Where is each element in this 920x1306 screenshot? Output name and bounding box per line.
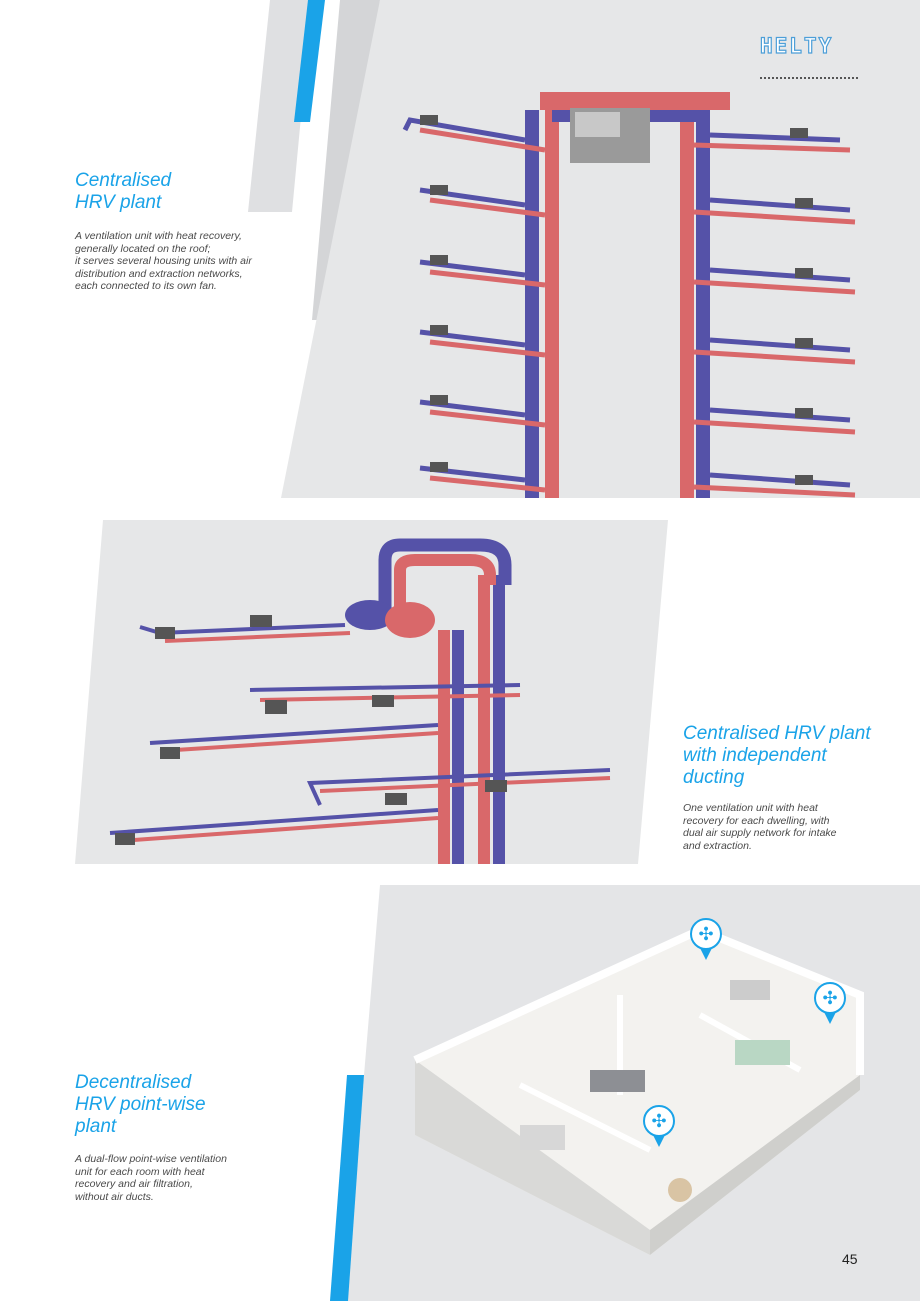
logo-divider (760, 77, 858, 79)
section-title-decentralised: Decentralised HRV point-wise plant (75, 1072, 206, 1137)
section-description-decentralised: A dual-flow point-wise ventilation unit … (75, 1153, 227, 1203)
page-number: 45 (842, 1251, 858, 1267)
decorative-stripe-bottom (330, 1075, 364, 1301)
section-description-centralised: A ventilation unit with heat recovery, g… (75, 230, 252, 293)
fan-pin-bedroom: ✣ (814, 982, 846, 1024)
fan-pin-kitchen: ✣ (690, 918, 722, 960)
independent-ducting-illustration (0, 515, 920, 870)
fan-icon: ✣ (814, 982, 846, 1014)
section-title-independent-ducting: Centralised HRV plant with independent d… (683, 723, 871, 788)
decorative-stripes-top (248, 0, 380, 320)
centralised-plant-illustration (0, 0, 920, 500)
fan-pin-living: ✣ (643, 1105, 675, 1147)
helty-logo: HELTY (759, 33, 834, 58)
fan-icon: ✣ (643, 1105, 675, 1137)
section-title-centralised: Centralised HRV plant (75, 170, 172, 213)
fan-icon: ✣ (690, 918, 722, 950)
section-description-independent-ducting: One ventilation unit with heat recovery … (683, 802, 837, 852)
decentralised-apartment-illustration (0, 885, 920, 1301)
